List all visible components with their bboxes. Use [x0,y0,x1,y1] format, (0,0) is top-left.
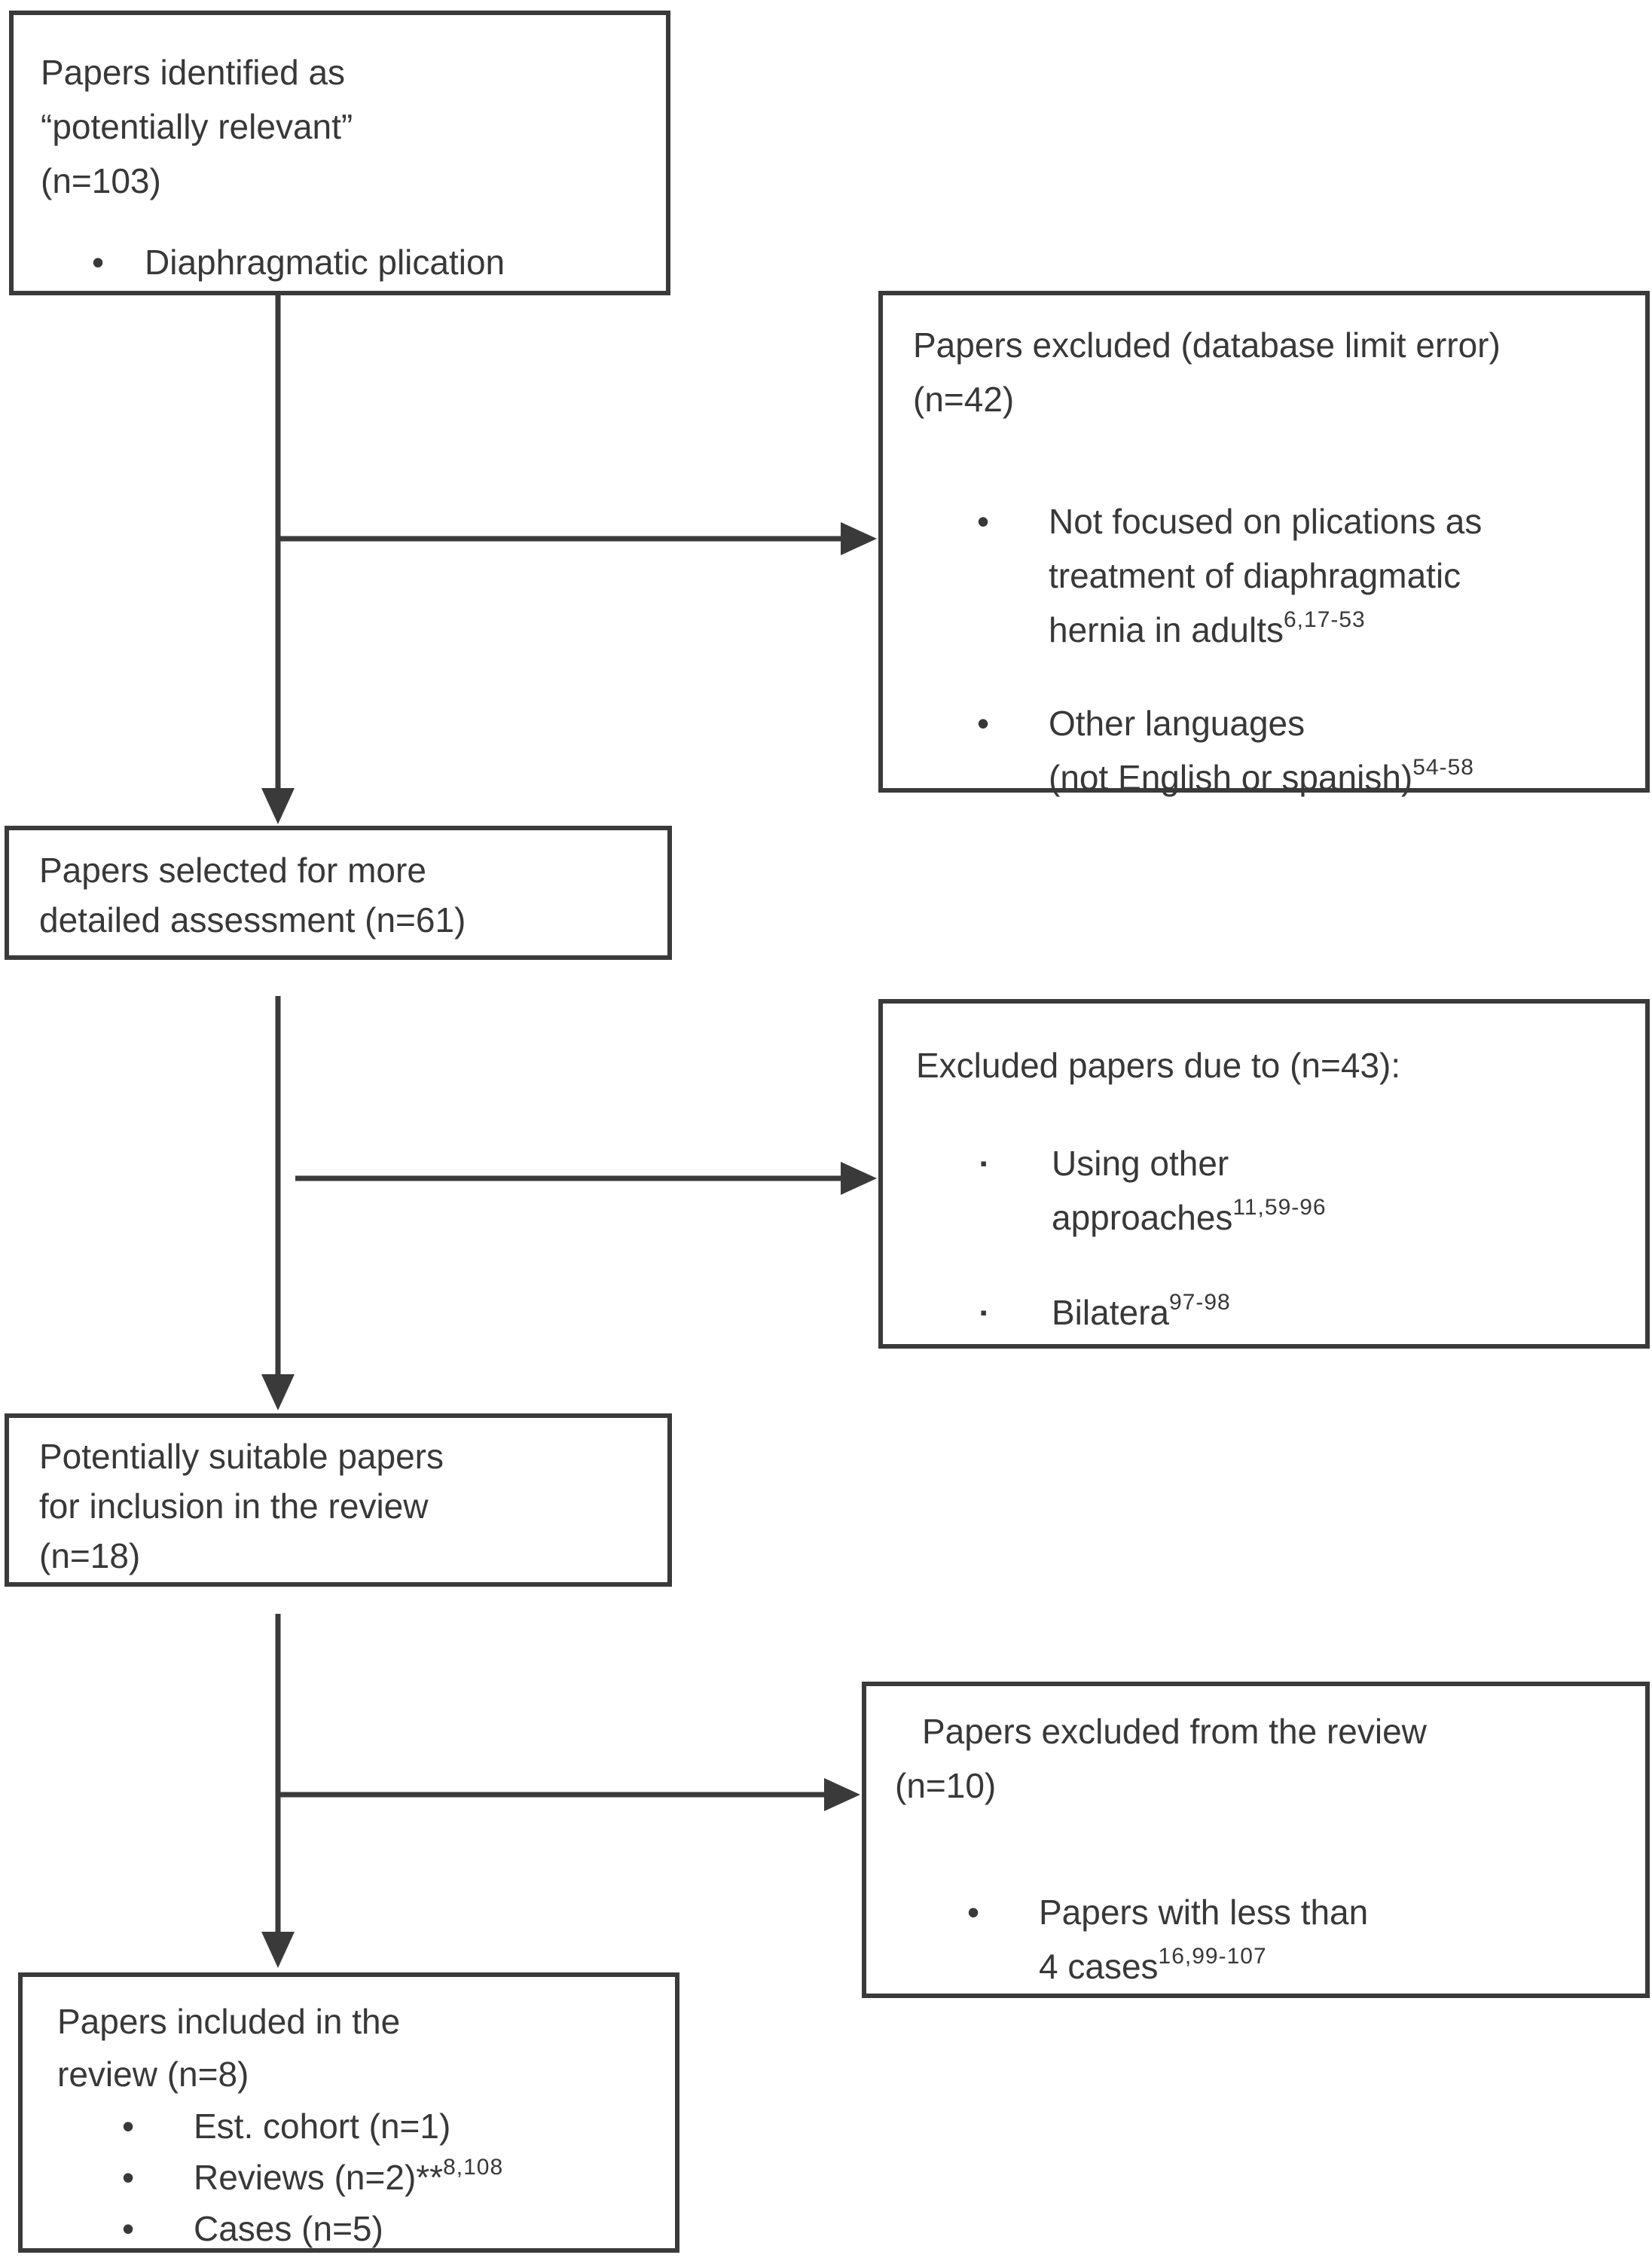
bullet-text-main: Bilatera [1052,1293,1169,1332]
bullet-icon: • [977,502,990,541]
list-item: • Diaphragmatic plication [92,235,643,289]
bullet-text-main: Other languages (not English or spanish) [1049,704,1413,797]
bullet-text: Bilatera97-98 [1052,1285,1231,1340]
list-item: • Reviews (n=2)**8,108 [122,2152,652,2203]
bullet-text: Reviews (n=2)**8,108 [194,2152,503,2203]
bullet-icon: • [122,2209,135,2248]
bullet-text-main: Est. cohort (n=1) [194,2107,451,2146]
bullet-text: Using other approaches11,59-96 [1052,1136,1327,1245]
list-item: • Cases (n=5) [122,2203,652,2254]
reference-superscript: 97-98 [1168,1290,1231,1315]
bullet-text: Not focused on plications as treatment o… [1049,494,1482,657]
arrow-head-suitable-to-included [261,1932,295,1968]
box-potentially-suitable: Potentially suitable papers for inclusio… [5,1413,672,1587]
box-excluded-papers-due-to: Excluded papers due to (n=43): ▪ Using o… [878,999,1650,1349]
reference-superscript: 54-58 [1412,755,1474,780]
bullet-icon: ▪ [980,1152,988,1175]
arrow-head-to-excluded-other [841,1162,877,1195]
list-item: • Papers with less than 4 cases16,99-107 [967,1885,1623,1994]
bullet-text-main: Reviews (n=2)** [194,2158,444,2197]
reference-superscript: 16,99-107 [1158,1944,1267,1969]
reference-superscript: 8,108 [443,2155,504,2180]
bullet-text: Diaphragmatic plication [145,235,505,289]
bullet-text: Papers with less than 4 cases16,99-107 [1039,1885,1368,1994]
bullet-text-main: Papers with less than 4 cases [1039,1893,1369,1986]
bullet-icon: ▪ [980,1301,988,1324]
box-papers-excluded-review: Papers excluded from the review (n=10) •… [862,1682,1650,1998]
arrow-head-selected-to-suitable [261,1374,295,1410]
bullet-icon: • [92,243,105,282]
bullet-text: Other languages (not English or spanish)… [1049,696,1474,805]
arrow-head-identified-to-selected [261,788,295,824]
reference-superscript: 11,59-96 [1232,1195,1327,1220]
box-papers-selected: Papers selected for more detailed assess… [5,826,672,960]
bullet-icon: • [977,704,990,743]
box-title: Papers excluded from the review (n=10) [895,1712,1427,1805]
bullet-icon: • [122,2107,135,2146]
box-title: Papers included in the review (n=8) [57,2002,401,2094]
box-title: Potentially suitable papers for inclusio… [39,1437,444,1575]
box-title: Excluded papers due to (n=43): [916,1046,1401,1085]
bullet-icon: • [967,1893,980,1932]
list-item: ▪ Bilatera97-98 [980,1285,1623,1340]
bullet-text-main: Cases (n=5) [194,2209,383,2248]
bullet-text-main: Using other approaches [1052,1144,1233,1237]
box-papers-excluded-database: Papers excluded (database limit error) (… [878,291,1650,797]
list-item: ▪ Using other approaches11,59-96 [980,1136,1623,1245]
box-title: Papers excluded (database limit error) (… [913,325,1501,419]
box-papers-identified: Papers identified as “potentially releva… [9,11,670,295]
bullet-text-main: Diaphragmatic plication [145,243,505,282]
list-item: • Not focused on plications as treatment… [977,494,1623,657]
bullet-text: Cases (n=5) [194,2203,383,2254]
bullet-text: Est. cohort (n=1) [194,2101,450,2152]
bullet-icon: • [122,2158,135,2197]
arrow-head-to-excluded-review [824,1778,860,1811]
reference-superscript: 6,17-53 [1283,607,1366,632]
arrow-head-to-excluded-db [841,522,877,555]
box-title: Papers identified as “potentially releva… [41,53,353,200]
bullet-text-main: Not focused on plications as treatment o… [1049,502,1483,649]
list-item: • Other languages (not English or spanis… [977,696,1623,805]
list-item: • Est. cohort (n=1) [122,2101,652,2152]
box-papers-included: Papers included in the review (n=8) • Es… [18,1972,679,2253]
box-title: Papers selected for more detailed assess… [39,851,466,940]
